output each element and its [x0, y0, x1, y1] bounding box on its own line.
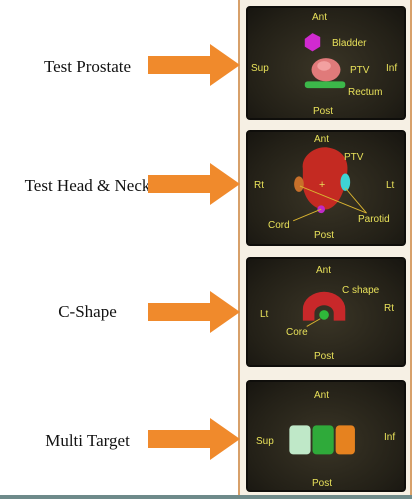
structure-core: Core: [286, 327, 308, 338]
panel-head-neck: + Ant Post Rt Lt PTV Parotid Cord: [246, 130, 406, 246]
orient-right: Rt: [384, 303, 394, 314]
structure-bladder: Bladder: [332, 38, 367, 49]
structure-parotid: Parotid: [358, 214, 390, 225]
orient-top: Ant: [314, 134, 330, 145]
structure-ptv: PTV: [350, 65, 370, 76]
orient-bottom: Post: [313, 106, 334, 117]
bladder-shape: [304, 33, 321, 52]
c-shape: [302, 291, 346, 321]
prostate-rendering: [304, 33, 346, 89]
orient-top: Ant: [312, 12, 328, 23]
parotid-left-shape: [294, 176, 304, 192]
structure-rectum: Rectum: [348, 87, 383, 98]
panel-multi-target: Ant Post Sup Inf: [246, 380, 406, 492]
structure-c-shape: C shape: [342, 285, 380, 296]
target-3-shape: [335, 425, 355, 455]
orient-right: Inf: [386, 63, 398, 74]
panel-prostate: Ant Post Sup Inf Bladder PTV Rectum: [246, 6, 406, 120]
orient-left: Sup: [251, 63, 269, 74]
orient-bottom: Post: [314, 230, 335, 241]
arrow-icon: [148, 163, 240, 205]
orient-top: Ant: [314, 390, 330, 401]
target-2-shape: [312, 425, 334, 455]
orient-bottom: Post: [314, 351, 335, 362]
orient-left: Rt: [254, 180, 264, 191]
ptv-shape: [302, 147, 348, 210]
orient-bottom: Post: [312, 478, 333, 489]
orient-top: Ant: [316, 265, 332, 276]
c-shape-rendering: [302, 291, 346, 327]
orient-right: Inf: [384, 432, 396, 443]
orient-left: Sup: [256, 436, 274, 447]
row-label-prostate: Test Prostate: [43, 57, 132, 76]
arrow-icon: [148, 291, 240, 333]
core-shape: [319, 310, 329, 320]
structure-ptv: PTV: [344, 152, 364, 163]
cord-shape: [317, 205, 326, 214]
orient-right: Lt: [386, 180, 395, 191]
panel-c-shape: Ant Post Lt Rt C shape Core: [246, 257, 406, 367]
row-label-multi-target: Multi Target: [45, 431, 130, 450]
head-neck-rendering: +: [292, 147, 367, 222]
parotid-right-shape: [340, 173, 351, 191]
orient-left: Lt: [260, 309, 269, 320]
row-label-head-neck: Test Head & Neck: [24, 176, 151, 195]
arrow-icon: [148, 44, 240, 86]
structure-cord: Cord: [268, 220, 290, 231]
arrow-icon: [148, 418, 240, 460]
rectum-shape: [304, 81, 346, 89]
row-label-c-shape: C-Shape: [58, 302, 117, 321]
svg-text:+: +: [319, 179, 325, 191]
bottom-divider: [0, 495, 412, 499]
target-1-shape: [289, 425, 311, 455]
multi-target-rendering: [289, 425, 355, 455]
